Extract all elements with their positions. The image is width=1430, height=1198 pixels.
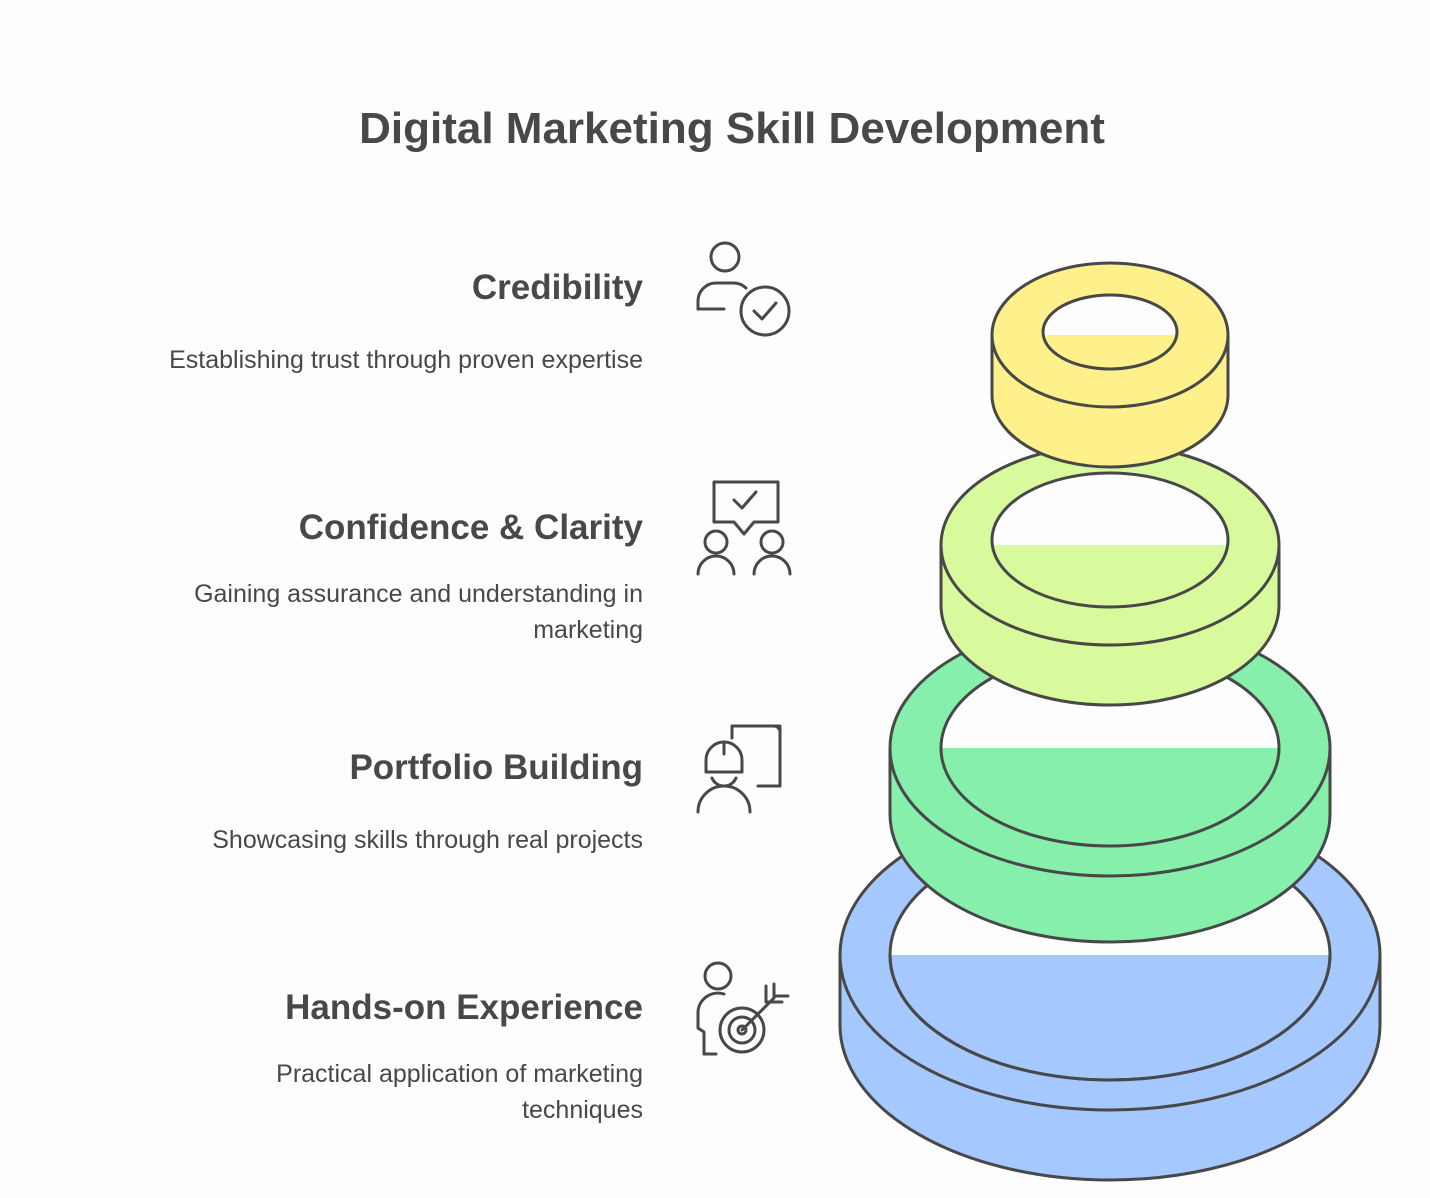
ring-confidence-clarity — [939, 443, 1281, 707]
page-title: Digital Marketing Skill Development — [359, 104, 1105, 153]
target-person-icon — [696, 961, 790, 1056]
item-hands-on-experience: Hands-on Experience Practical applicatio… — [40, 986, 643, 1128]
item-credibility: Credibility Establishing trust through p… — [40, 266, 643, 378]
item-title: Hands-on Experience — [285, 988, 643, 1027]
item-title: Portfolio Building — [349, 748, 643, 787]
item-confidence-clarity: Confidence & Clarity Gaining assurance a… — [40, 506, 643, 648]
ring-credibility — [990, 261, 1230, 469]
item-title: Credibility — [471, 268, 643, 307]
item-description: Practical application of marketing techn… — [276, 1060, 643, 1124]
ring-hands-on-experience — [838, 798, 1382, 1182]
item-title: Confidence & Clarity — [298, 508, 643, 547]
item-description: Showcasing skills through real projects — [212, 826, 643, 854]
user-check-icon — [696, 241, 791, 337]
discussion-check-icon — [696, 480, 792, 576]
item-description: Gaining assurance and understanding in m… — [194, 580, 643, 644]
item-portfolio-building: Portfolio Building Showcasing skills thr… — [40, 746, 643, 858]
item-description: Establishing trust through proven expert… — [169, 346, 643, 374]
engineer-blueprint-icon — [696, 724, 782, 814]
